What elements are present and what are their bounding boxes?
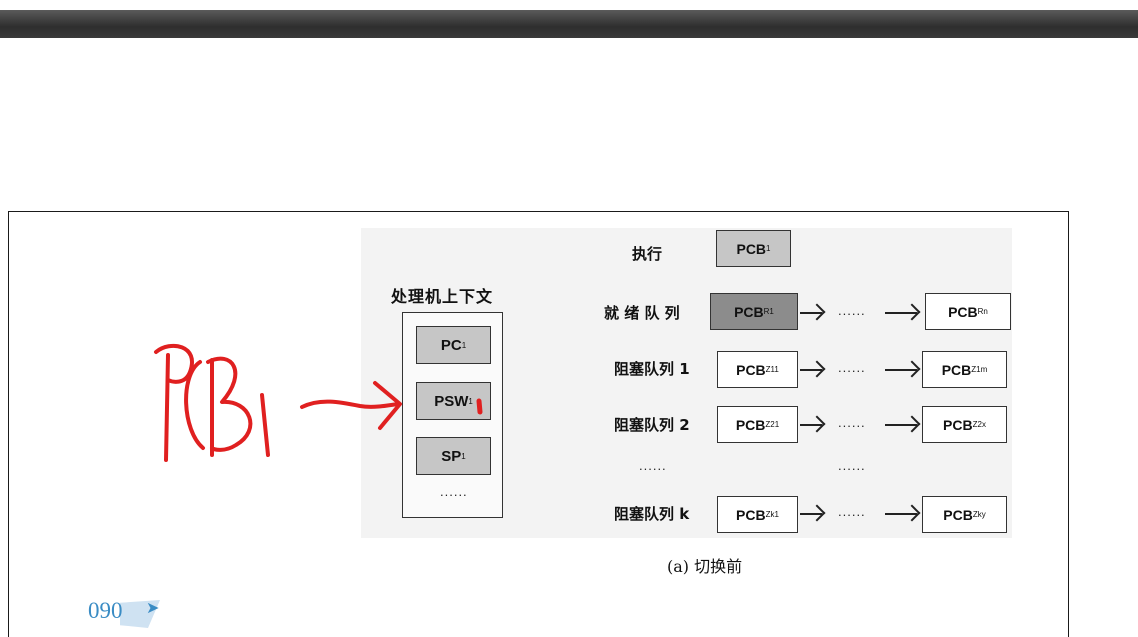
register-label: PC (440, 336, 462, 354)
context-ellipsis: ...... (440, 484, 468, 499)
pcb-subscript: Rn (977, 307, 988, 316)
arrow (800, 424, 822, 426)
ink-stroke (184, 360, 205, 450)
page-arrow-icon: ➤ (146, 600, 160, 617)
blocked-queue-k-label: 阻塞队列 k (614, 505, 690, 523)
register-subscript: 1 (468, 396, 473, 406)
pcb-subscript: Z1m (971, 365, 988, 374)
viewer-toolbar (0, 10, 1138, 38)
ink-stroke (476, 398, 483, 415)
pcb-label: PCB (734, 303, 764, 320)
pcb-label: PCB (736, 506, 766, 523)
blocked-queue-1-label: 阻塞队列 1 (614, 360, 690, 378)
ink-stroke (164, 353, 170, 462)
row-ellipsis: ...... (838, 415, 866, 430)
pcb-subscript: Zky (972, 510, 986, 519)
arrow (800, 369, 822, 371)
ink-stroke (260, 393, 270, 457)
pcb-label: PCB (948, 303, 978, 320)
register-label: SP (441, 447, 462, 465)
pcb-subscript: 1 (766, 244, 771, 253)
row-ellipsis: ...... (838, 504, 866, 519)
ready-queue-label: 就 绪 队 列 (604, 304, 680, 322)
pcb-label: PCB (736, 361, 766, 378)
ink-stroke (373, 381, 402, 430)
row-ellipsis: ...... (838, 303, 866, 318)
pcb-subscript: Zk1 (765, 510, 779, 519)
exec-label: 执行 (632, 245, 663, 263)
arrow (885, 513, 917, 515)
arrow (800, 312, 822, 314)
queue-ellipsis: ...... (639, 458, 667, 473)
arrow (885, 369, 917, 371)
register-subscript: 1 (461, 340, 467, 350)
ink-stroke (206, 356, 253, 452)
pcb-subscript: Z11 (765, 365, 779, 374)
pcb-subscript: Z21 (765, 420, 780, 429)
pcb-label: PCB (736, 240, 767, 257)
pcb-subscript: Z2x (972, 420, 986, 429)
arrow (885, 424, 917, 426)
register-label: PSW (434, 392, 469, 410)
ink-stroke (154, 343, 194, 384)
pcb-label: PCB (943, 416, 973, 433)
row-ellipsis: ...... (838, 360, 866, 375)
arrow (885, 312, 917, 314)
blocked-queue-2-label: 阻塞队列 2 (614, 416, 690, 434)
arrow (800, 513, 822, 515)
register-subscript: 1 (461, 451, 466, 461)
pcb-label: PCB (943, 506, 973, 523)
ink-stroke (300, 399, 400, 409)
figure-caption: (a) 切换前 (667, 557, 743, 576)
pcb-label: PCB (941, 361, 972, 378)
pcb-label: PCB (735, 416, 766, 433)
page-number: 090 (88, 598, 123, 623)
context-title: 处理机上下文 (391, 287, 494, 306)
pcb-subscript: R1 (763, 307, 774, 316)
queue-ellipsis: ...... (838, 458, 866, 473)
